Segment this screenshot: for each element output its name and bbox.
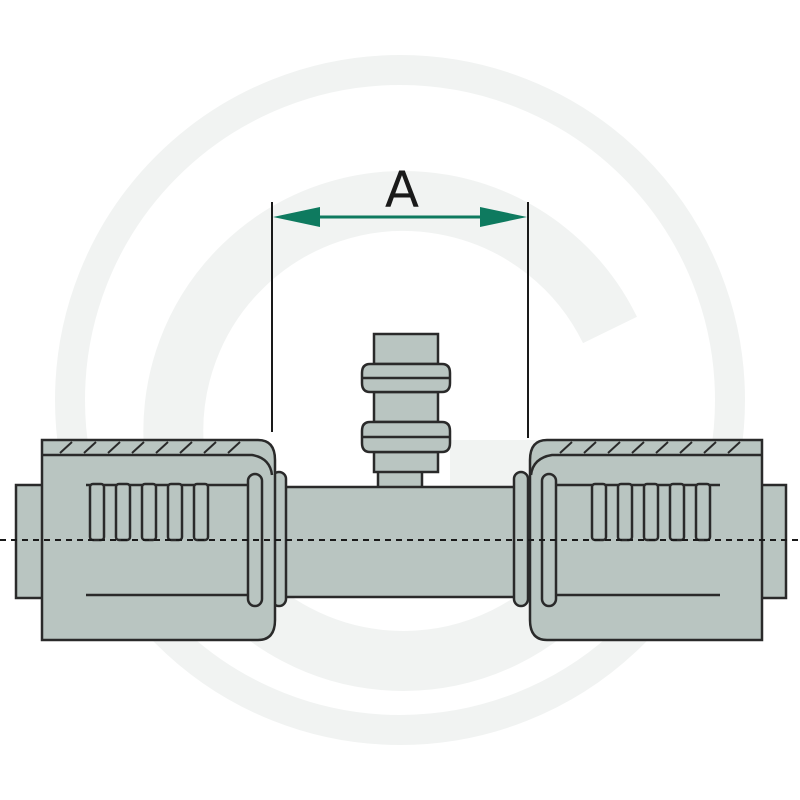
dimension-label: A <box>385 161 419 219</box>
arrowhead-left <box>273 207 320 227</box>
service-port <box>360 332 452 498</box>
dimension-a: A <box>271 161 529 438</box>
center-tube <box>278 485 522 599</box>
arrowhead-right <box>480 207 527 227</box>
right-ferrule <box>528 438 788 642</box>
